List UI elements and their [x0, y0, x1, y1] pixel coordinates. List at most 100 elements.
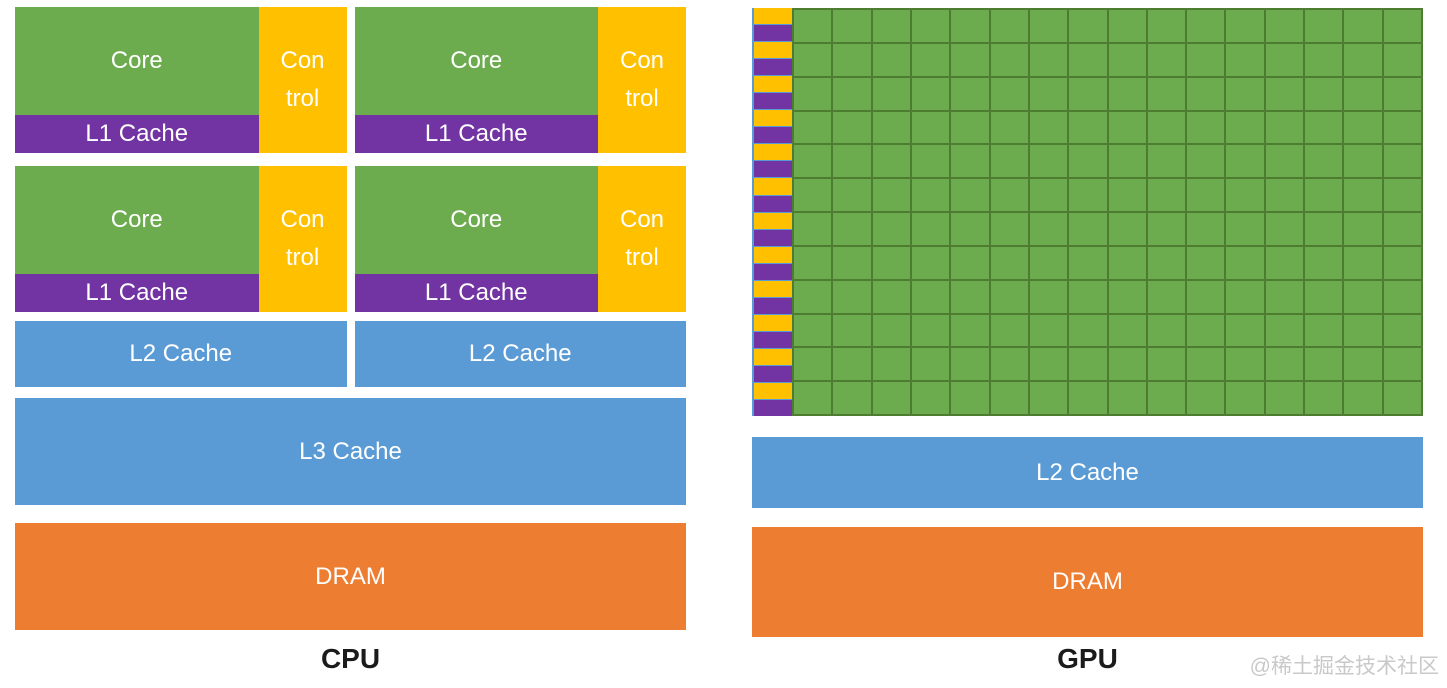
cpu-control-area: Con trol: [598, 166, 686, 312]
gpu-core-cell: [1069, 246, 1107, 279]
gpu-core-cell: [1305, 43, 1343, 76]
gpu-core-cell: [951, 314, 989, 347]
cpu-core-area: Core: [15, 7, 259, 115]
gpu-core-cell: [951, 145, 989, 178]
gpu-core-cell: [833, 111, 871, 144]
gpu-core-cell: [1226, 348, 1264, 381]
gpu-core-cell: [1187, 382, 1225, 414]
cpu-control-area: Con trol: [258, 7, 347, 153]
gpu-core-cell: [990, 213, 1028, 245]
gpu-l1-stripe: [754, 127, 792, 144]
gpu-l2-cache: L2 Cache: [752, 437, 1423, 508]
gpu-core-cell: [1226, 179, 1264, 211]
cpu-core-area: Core: [15, 166, 259, 274]
gpu-core-cell: [833, 280, 871, 313]
gpu-core-cell: [872, 246, 910, 279]
gpu-l1-stripe: [754, 263, 792, 280]
control-label-line2: trol: [285, 244, 320, 271]
gpu-core-cell: [1265, 10, 1304, 42]
gpu-core-cell: [1226, 43, 1264, 76]
gpu-l2-cache-label: L2 Cache: [1036, 458, 1139, 486]
gpu-core-cell: [1305, 314, 1343, 347]
gpu-core-cell: [1029, 111, 1068, 144]
cpu-l2-cache: L2 Cache: [354, 321, 686, 387]
gpu-core-cell: [1147, 314, 1186, 347]
cpu-cores-grid: Core Con trol L1 Cache Core Con trol L1 …: [15, 7, 686, 312]
gpu-core-cell: [1344, 77, 1382, 110]
gpu-core-cell: [1383, 111, 1421, 144]
gpu-l1-stripe: [754, 297, 792, 314]
gpu-core-cell: [1383, 348, 1421, 381]
gpu-core-cell: [833, 314, 871, 347]
gpu-core-cell: [1383, 145, 1421, 178]
cpu-dram: DRAM: [15, 523, 686, 630]
gpu-core-cell: [1344, 43, 1382, 76]
gpu-core-cell: [1069, 43, 1107, 76]
gpu-core-cell: [990, 280, 1028, 313]
gpu-core-cell: [1147, 111, 1186, 144]
gpu-core-cell: [911, 10, 950, 42]
gpu-core-cell: [1108, 43, 1146, 76]
gpu-core-cell: [1383, 77, 1421, 110]
gpu-control-stripe: [754, 178, 792, 195]
gpu-core-cell: [1147, 280, 1186, 313]
gpu-core-cell: [1029, 246, 1068, 279]
gpu-core-cell: [911, 43, 950, 76]
gpu-control-stripe: [754, 144, 792, 161]
cpu-l1-cache: L1 Cache: [15, 274, 259, 312]
gpu-core-cell: [1265, 77, 1304, 110]
gpu-core-cell: [951, 10, 989, 42]
gpu-core-cell: [794, 43, 832, 76]
gpu-core-cell: [1108, 145, 1146, 178]
gpu-core-cell: [833, 246, 871, 279]
gpu-core-cell: [794, 145, 832, 178]
gpu-core-cell: [951, 280, 989, 313]
gpu-core-cell: [794, 213, 832, 245]
l3-cache-label: L3 Cache: [299, 437, 402, 465]
gpu-core-cell: [1265, 145, 1304, 178]
gpu-l1-stripe: [754, 59, 792, 76]
gpu-core-cell: [911, 246, 950, 279]
gpu-core-cell: [1187, 179, 1225, 211]
gpu-core-cell: [1147, 145, 1186, 178]
l1-cache-label: L1 Cache: [424, 279, 528, 306]
gpu-core-cell: [911, 111, 950, 144]
gpu-core-cell: [1383, 10, 1421, 42]
gpu-core-cell: [1029, 10, 1068, 42]
cpu-core-block: Core Con trol L1 Cache: [15, 166, 347, 312]
gpu-core-cell: [1265, 213, 1304, 245]
gpu-core-cell: [1069, 382, 1107, 414]
gpu-core-cell: [951, 348, 989, 381]
gpu-core-cell: [1108, 213, 1146, 245]
gpu-core-cell: [1029, 280, 1068, 313]
gpu-core-cell: [1069, 213, 1107, 245]
cpu-core-block: Core Con trol L1 Cache: [15, 7, 347, 153]
gpu-core-cell: [911, 179, 950, 211]
gpu-core-cell: [833, 43, 871, 76]
gpu-control-l1-column: [752, 8, 792, 417]
gpu-core-cell: [1069, 111, 1107, 144]
cpu-control-area: Con trol: [598, 7, 686, 153]
gpu-core-cell: [833, 213, 871, 245]
gpu-core-cell: [1187, 111, 1225, 144]
gpu-control-stripe: [754, 42, 792, 59]
control-label-line1: Con: [619, 47, 665, 74]
gpu-core-cell: [794, 348, 832, 381]
cpu-l3-cache: L3 Cache: [15, 398, 686, 505]
gpu-core-cell: [990, 179, 1028, 211]
gpu-core-cell: [1108, 10, 1146, 42]
gpu-core-cell: [1265, 348, 1304, 381]
gpu-core-cell: [1305, 348, 1343, 381]
control-label-line1: Con: [619, 206, 665, 233]
gpu-core-cell: [1265, 43, 1304, 76]
gpu-core-cell: [1383, 179, 1421, 211]
gpu-core-cell: [872, 179, 910, 211]
gpu-core-cell: [951, 111, 989, 144]
gpu-core-cell: [1147, 43, 1186, 76]
gpu-core-cell: [833, 10, 871, 42]
gpu-core-cell: [1344, 246, 1382, 279]
gpu-core-cell: [1344, 111, 1382, 144]
gpu-core-cell: [1187, 213, 1225, 245]
gpu-core-cell: [1344, 314, 1382, 347]
gpu-core-cell: [911, 145, 950, 178]
